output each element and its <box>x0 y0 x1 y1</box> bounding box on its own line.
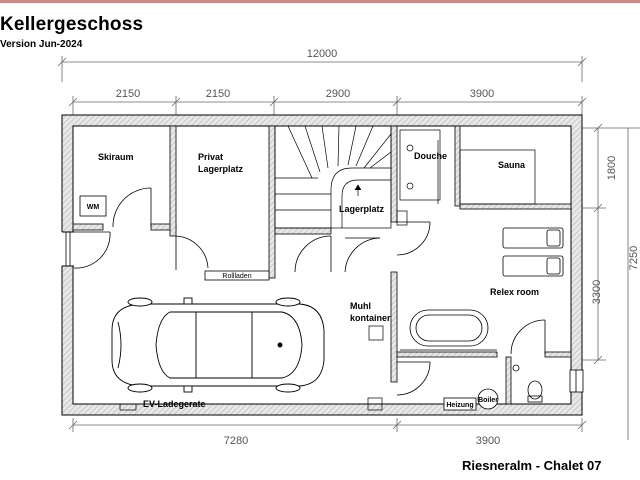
dim-top-seg-3: 2900 <box>326 88 350 100</box>
heizung-label: Heizung <box>446 402 473 409</box>
dim-total-top: 12000 <box>307 48 338 60</box>
privat-lager-label-1: Privat <box>198 152 223 162</box>
dim-bottom-seg-1: 7280 <box>224 435 248 447</box>
plan-version: Version Jun-2024 <box>0 39 83 50</box>
ev-charger-socket <box>119 403 137 411</box>
rollladen-label: Rollladen <box>222 273 251 280</box>
staircase <box>274 125 392 229</box>
boiler-tank <box>477 388 499 410</box>
dim-right-total: 7250 <box>628 246 640 270</box>
dim-top-seg-4: 3900 <box>470 88 494 100</box>
lagerplatz-label: Lagerplatz <box>339 204 385 214</box>
douche-label: Douche <box>414 151 447 161</box>
dimension-bottom <box>68 418 587 432</box>
heating-unit <box>443 397 477 411</box>
dim-top-seg-2: 2150 <box>206 88 230 100</box>
toilet <box>512 364 543 403</box>
sauna-label: Sauna <box>498 160 526 170</box>
shower-drain-box <box>396 210 408 226</box>
project-name: Riesneralm - Chalet 07 <box>462 458 602 473</box>
dim-right-seg-1: 1800 <box>606 156 618 180</box>
relax-loungers <box>502 227 564 277</box>
dimension-right <box>582 123 640 440</box>
bathtub <box>400 309 497 351</box>
dimension-top-total <box>57 56 587 82</box>
relax-room-label: Relex room <box>490 287 539 297</box>
rollladen-box <box>204 270 270 281</box>
skiraum-label: Skiraum <box>98 152 134 162</box>
doors <box>73 187 546 396</box>
top-border <box>0 0 640 3</box>
dimension-top-segments <box>68 96 587 118</box>
shower <box>399 129 441 204</box>
muhl-label-2: kontainer <box>350 313 391 323</box>
waste-bin-box <box>368 325 384 341</box>
washing-machine <box>79 195 107 217</box>
boiler-label: Boiler <box>478 397 498 404</box>
wm-label: WM <box>87 204 100 211</box>
dim-bottom-seg-2: 3900 <box>476 435 500 447</box>
sauna-cabin <box>459 149 536 205</box>
plan-title: Kellergeschoss <box>0 14 144 35</box>
privat-lager-label-2: Lagerplatz <box>198 164 244 174</box>
inner-walls <box>72 125 572 405</box>
muhl-label-1: Muhl <box>350 301 371 311</box>
ev-charger-label: EV-Ladegerate <box>143 399 206 409</box>
charger-box <box>367 397 383 411</box>
dim-right-seg-2: 3300 <box>591 280 603 304</box>
car-icon <box>111 297 325 393</box>
dim-top-seg-1: 2150 <box>116 88 140 100</box>
